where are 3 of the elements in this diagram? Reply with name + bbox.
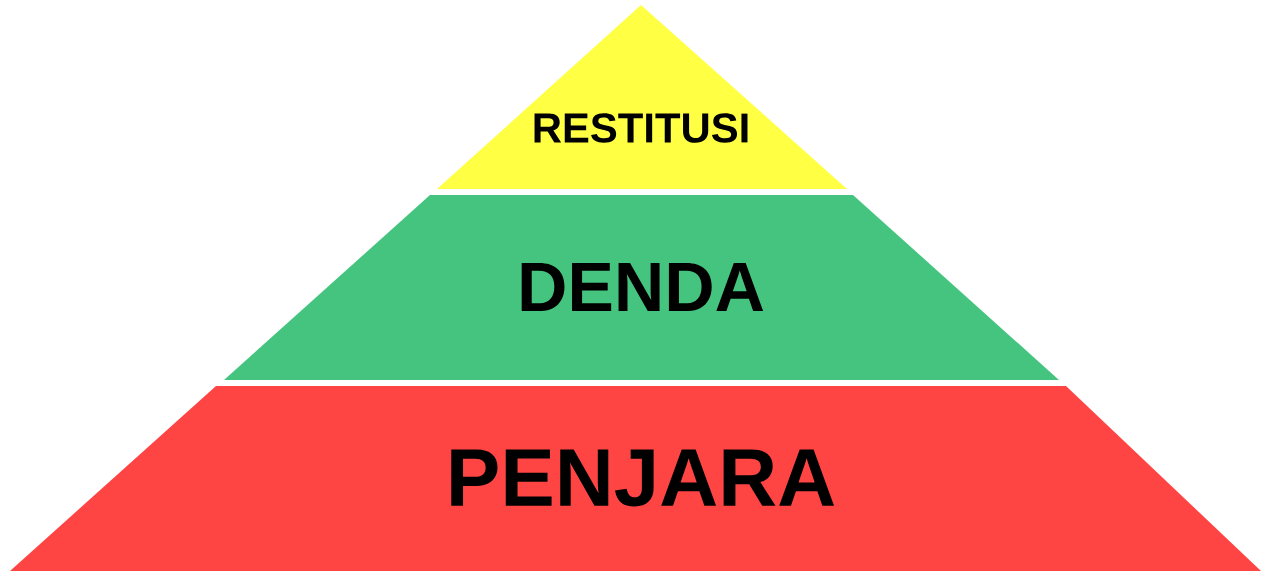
pyramid-level: PENJARA <box>10 386 1261 571</box>
pyramid-level: DENDA <box>224 195 1059 380</box>
pyramid-level: RESTITUSI <box>437 5 847 189</box>
